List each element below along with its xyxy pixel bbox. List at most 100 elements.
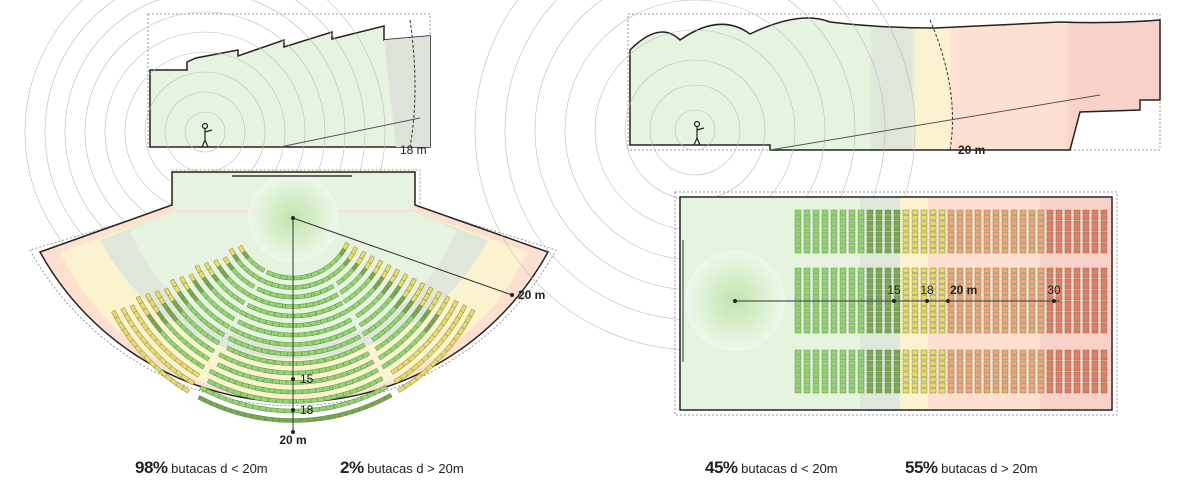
seat [974,220,982,226]
seat [1046,237,1054,243]
seat [272,321,281,327]
seat [812,317,820,323]
seat [361,328,371,337]
seat [884,248,892,254]
seat [1037,226,1045,232]
seat [1019,349,1027,355]
seat [1064,295,1072,301]
seat [947,366,955,372]
seat [938,328,946,334]
seat [1019,284,1027,290]
seat [1019,328,1027,334]
seat [875,355,883,361]
seat [307,417,315,423]
seat [839,371,847,377]
seat [1073,242,1081,248]
seat [1055,349,1063,355]
seat [893,220,901,226]
seat [983,215,991,221]
seat [1073,306,1081,312]
seat [1082,215,1090,221]
seat [821,278,829,284]
seat [992,237,1000,243]
seat [956,284,964,290]
stat-text: butacas d < 20m [741,461,838,476]
seat [812,242,820,248]
seat [974,209,982,215]
seat [992,328,1000,334]
seat [218,352,227,360]
seat [965,248,973,254]
seat [965,220,973,226]
seat [1100,278,1108,284]
seat [347,398,356,406]
seat [1091,382,1099,388]
seat [803,388,811,394]
seat [938,209,946,215]
seat [956,209,964,215]
seat [1046,377,1054,383]
seat [821,220,829,226]
seat [983,237,991,243]
seat [390,366,400,375]
seat [1001,273,1009,279]
seat [1010,284,1018,290]
seat [1037,237,1045,243]
seat [1055,355,1063,361]
seat [803,267,811,273]
seat [866,311,874,317]
seat [992,311,1000,317]
seat [179,276,187,285]
seat [992,248,1000,254]
seat [884,209,892,215]
seat [992,242,1000,248]
seat [965,349,973,355]
seat [338,411,347,418]
seat [974,317,982,323]
seat [821,267,829,273]
seat [875,306,883,312]
seat [965,306,973,312]
speaker-figure-icon [693,120,705,146]
seat [947,220,955,226]
seat [830,215,838,221]
seat [194,264,202,274]
seat [1037,284,1045,290]
seat [848,371,856,377]
seat [1046,311,1054,317]
seat [902,349,910,355]
seat [839,306,847,312]
seat [1010,328,1018,334]
seat [1037,231,1045,237]
seat [911,388,919,394]
seat [857,242,865,248]
seat [938,317,946,323]
seat [1055,328,1063,334]
seat [129,304,138,314]
seat [884,242,892,248]
seat [884,382,892,388]
seat [1037,242,1045,248]
seat [947,322,955,328]
seat [794,300,802,306]
seat [1028,242,1036,248]
seat [1073,284,1081,290]
seat [294,313,302,319]
seat [830,306,838,312]
seat [1100,388,1108,394]
seat [884,215,892,221]
seat [794,273,802,279]
seat [1100,322,1108,328]
seat [1037,289,1045,295]
seat [893,215,901,221]
seat [875,377,883,383]
seat [803,273,811,279]
seat [866,215,874,221]
seat [794,322,802,328]
seat [920,360,928,366]
seat [278,283,287,290]
seat [1073,366,1081,372]
seat [1028,366,1036,372]
seat [111,309,119,319]
seat [965,209,973,215]
